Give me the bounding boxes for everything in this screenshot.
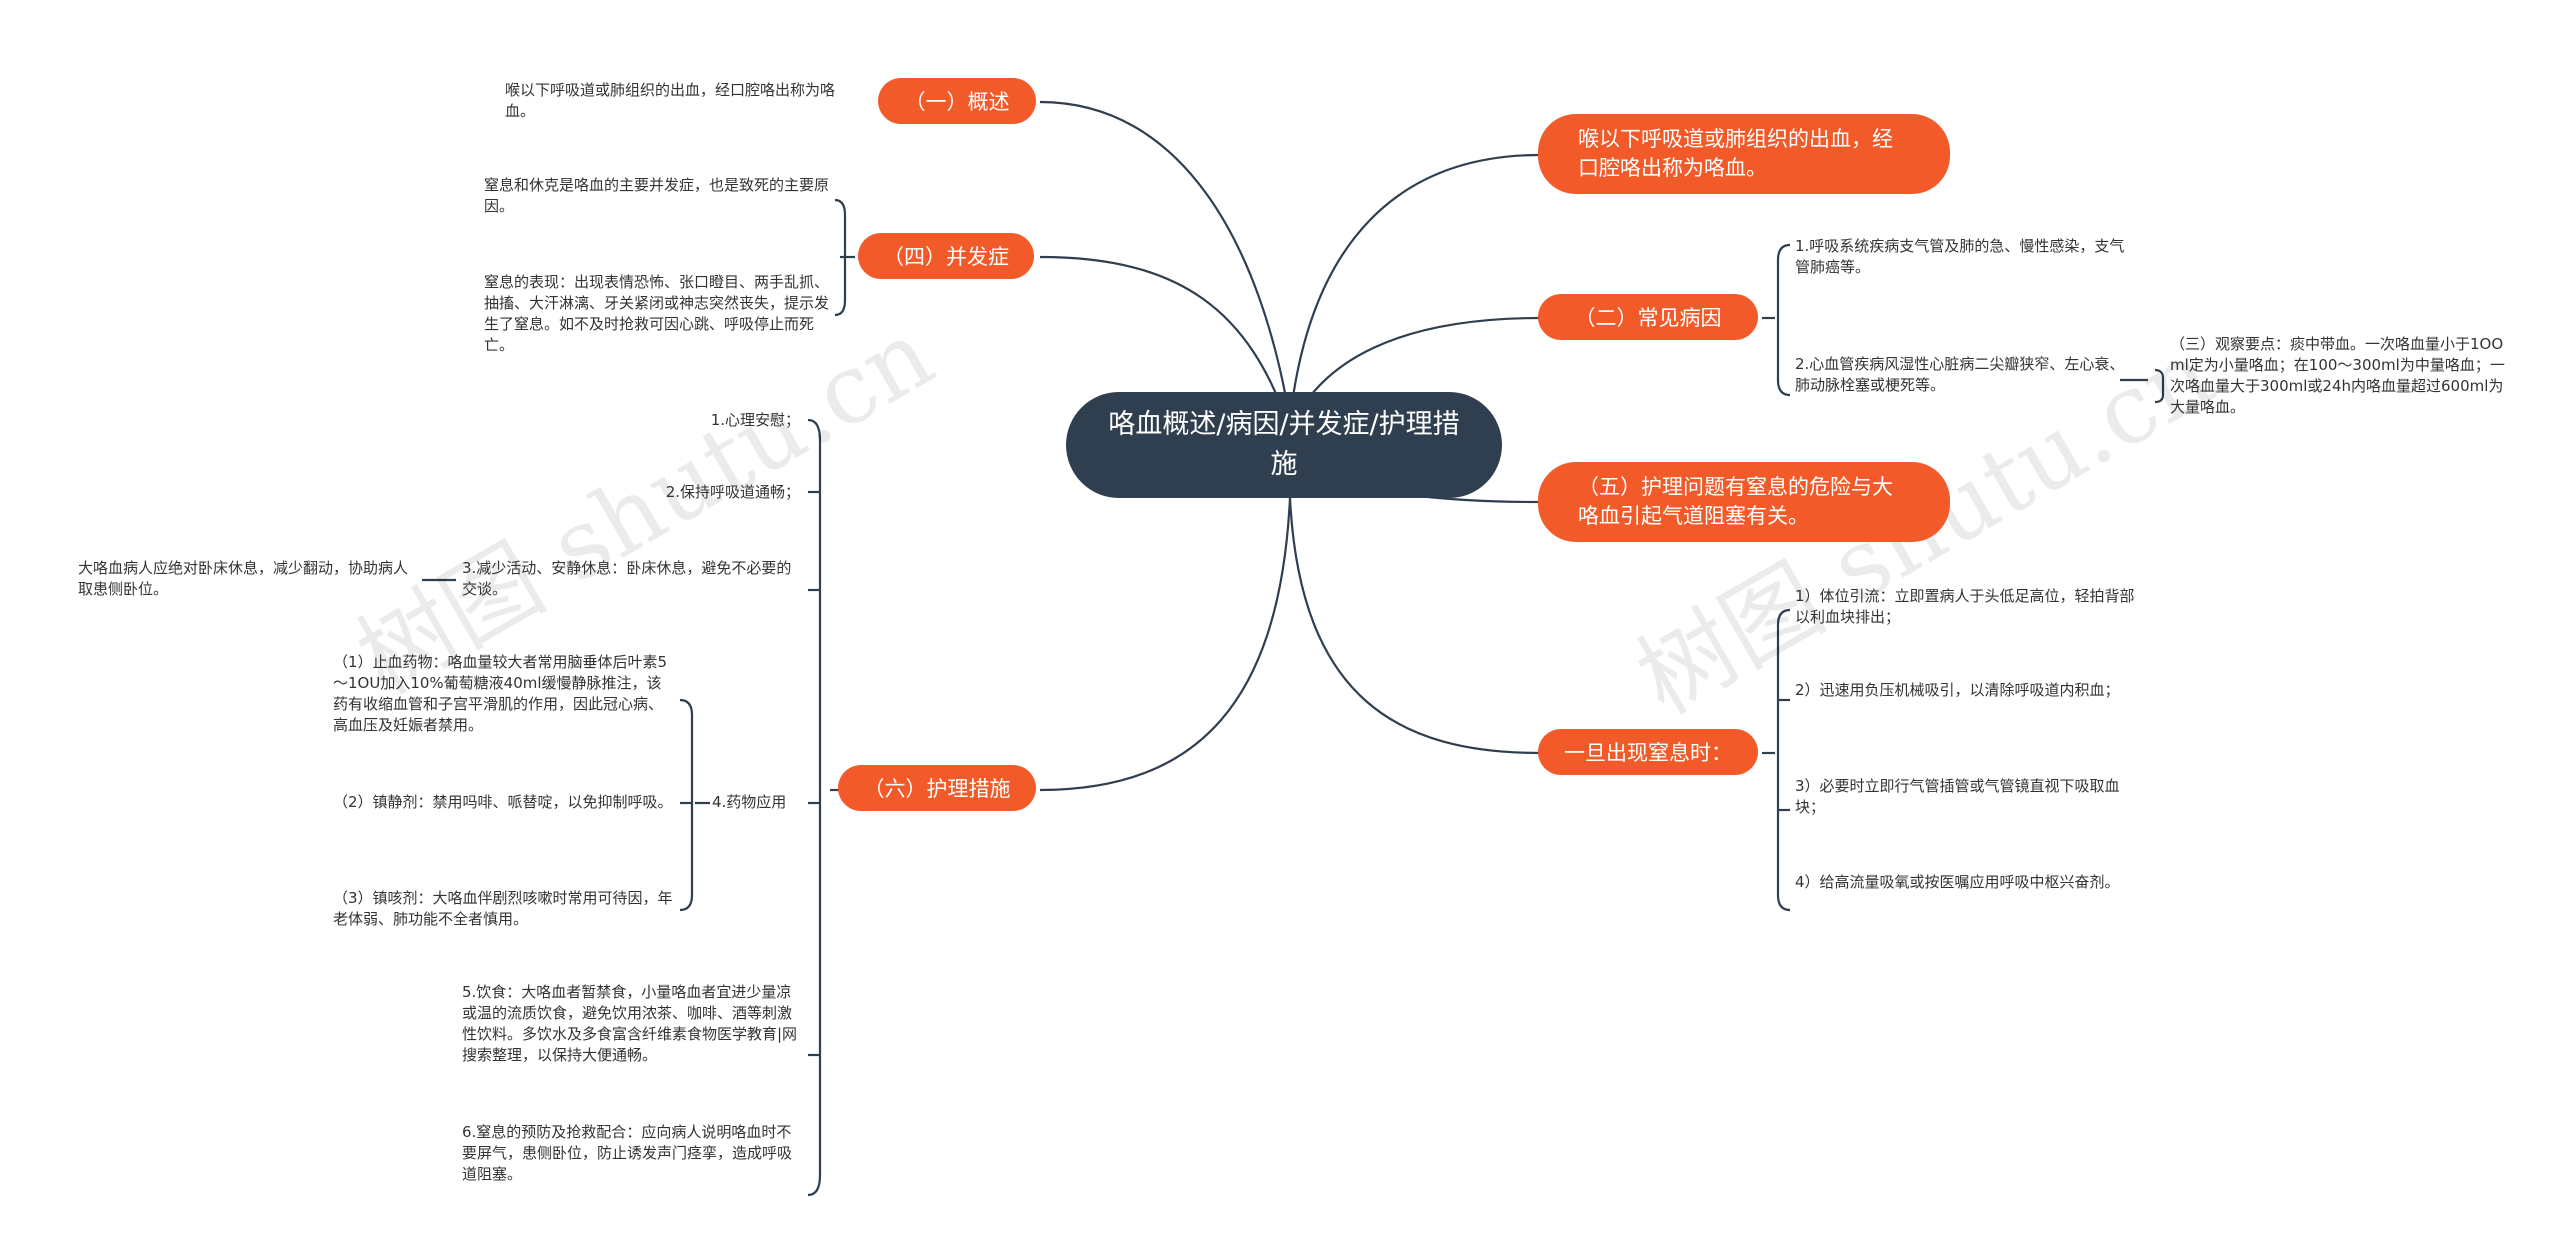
leaf-drug-2: （2）镇静剂：禁用吗啡、哌替啶，以免抑制呼吸。 [333, 793, 673, 811]
branch-bingfa-label: （四）并发症 [883, 245, 1009, 269]
leaf-huli-2: 2.保持呼吸道通畅； [665, 483, 800, 501]
edge-huli [1039, 497, 1292, 792]
leaf-asphyxia-1: 1）体位引流：立即置病人于头低足高位，轻拍背部以利血块排出； [1795, 587, 2135, 626]
leaf-observe: （三）观察要点：痰中带血。一次咯血量小于1OOml定为小量咯血；在100～300… [2170, 335, 2505, 416]
root-title: 咯血概述/病因/并发症/护理措施 [1108, 409, 1460, 480]
leaf-gaishu: 喉以下呼吸道或肺组织的出血，经口腔咯出称为咯血。 [505, 81, 836, 120]
branch-huli-label: （六）护理措施 [863, 777, 1011, 801]
branch-bingfa[interactable]: （四）并发症 [858, 233, 1034, 279]
branch-definition-label: 喉以下呼吸道或肺组织的出血，经口腔咯出称为咯血。 [1578, 127, 1893, 180]
leaf-huli-5: 5.饮食：大咯血者暂禁食，小量咯血者宜进少量凉或温的流质饮食，避免饮用浓茶、咖啡… [462, 983, 798, 1064]
branch-causes[interactable]: （二）常见病因 [1538, 294, 1758, 340]
branch-gaishu-label: （一）概述 [904, 90, 1010, 114]
leaf-huli-3-detail: 大咯血病人应绝对卧床休息，减少翻动，协助病人取患侧卧位。 [78, 559, 409, 598]
branch-causes-label: （二）常见病因 [1574, 306, 1722, 330]
edge-asphyxia [1288, 497, 1541, 755]
branch-huli[interactable]: （六）护理措施 [838, 765, 1036, 811]
leaf-huli-1: 1.心理安慰； [710, 411, 800, 429]
leaf-huli-4: 4.药物应用 [712, 793, 787, 811]
branch-problem-label: （五）护理问题有窒息的危险与大咯血引起气道阻塞有关。 [1578, 475, 1893, 528]
branch-asphyxia[interactable]: 一旦出现窒息时： [1538, 729, 1758, 775]
leaf-asphyxia-2: 2）迅速用负压机械吸引，以清除呼吸道内积血； [1795, 681, 2120, 699]
leaf-bingfa-2: 窒息的表现：出现表情恐怖、张口瞪目、两手乱抓、抽搐、大汗淋漓、牙关紧闭或神志突然… [484, 273, 830, 354]
leaf-drug-1: （1）止血药物：咯血量较大者常用脑垂体后叶素5～1OU加入10%葡萄糖液40ml… [333, 653, 668, 734]
branch-gaishu[interactable]: （一）概述 [878, 78, 1036, 124]
edge-def [1288, 153, 1541, 421]
leaf-asphyxia-4: 4）给高流量吸氧或按医嘱应用呼吸中枢兴奋剂。 [1795, 873, 2120, 891]
branch-definition[interactable]: 喉以下呼吸道或肺组织的出血，经口腔咯出称为咯血。 [1538, 114, 1950, 194]
leaf-huli-6: 6.窒息的预防及抢救配合：应向病人说明咯血时不要屏气，患侧卧位，防止诱发声门痉挛… [462, 1123, 793, 1183]
leaf-huli-3: 3.减少活动、安静休息：卧床休息，避免不必要的交谈。 [462, 559, 792, 598]
leaf-drug-3: （3）镇咳剂：大咯血伴剧烈咳嗽时常用可待因，年老体弱、肺功能不全者慎用。 [333, 889, 673, 928]
leaf-cause-2: 2.心血管疾病风湿性心脏病二尖瓣狭窄、左心衰、肺动脉栓塞或梗死等。 [1795, 355, 2125, 394]
edge-bingfa [1039, 255, 1292, 431]
leaf-asphyxia-3: 3）必要时立即行气管插管或气管镜直视下吸取血块； [1795, 777, 2120, 816]
leaf-bingfa-1: 窒息和休克是咯血的主要并发症，也是致死的主要原因。 [484, 176, 830, 215]
edge-gaishu [1039, 100, 1292, 421]
branch-asphyxia-label: 一旦出现窒息时： [1564, 741, 1732, 765]
branch-problem[interactable]: （五）护理问题有窒息的危险与大咯血引起气道阻塞有关。 [1538, 462, 1950, 542]
root-node[interactable]: 咯血概述/病因/并发症/护理措施 [1066, 392, 1502, 498]
leaf-cause-1: 1.呼吸系统疾病支气管及肺的急、慢性感染，支气管肺癌等。 [1795, 237, 2125, 276]
